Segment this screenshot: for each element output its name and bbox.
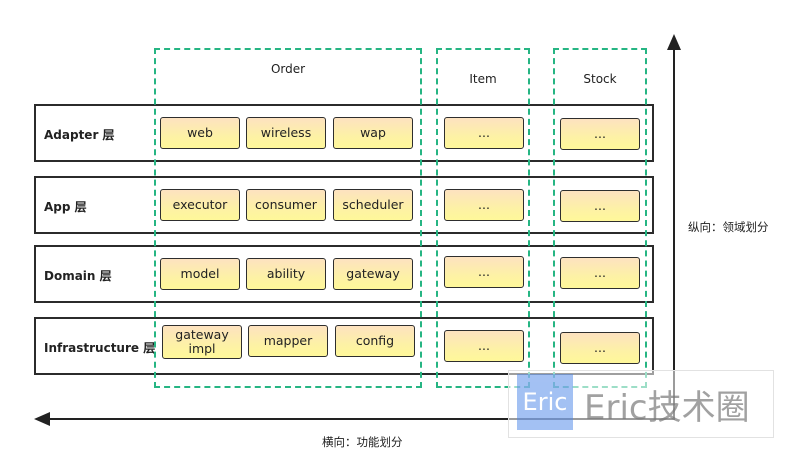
order-module: Order: [154, 48, 422, 388]
adapter-item-box: ...: [444, 117, 524, 149]
app-consumer-box: consumer: [246, 189, 326, 221]
domain-stock-box: ...: [560, 257, 640, 289]
horizontal-axis-arrow-icon: [34, 412, 50, 426]
domain-ability-box: ability: [246, 258, 326, 290]
adapter-web-box: web: [160, 117, 240, 149]
domain-gateway-box: gateway: [333, 258, 413, 290]
infrastructure-gateway-impl-box: gateway impl: [162, 325, 242, 359]
adapter-stock-box: ...: [560, 118, 640, 150]
watermark-logo: Eric: [517, 374, 573, 430]
app-executor-box: executor: [160, 189, 240, 221]
item-module-border: [436, 48, 530, 388]
order-module-border: [154, 48, 422, 388]
infrastructure-config-box: config: [335, 325, 415, 357]
app-item-box: ...: [444, 189, 524, 221]
app-scheduler-box: scheduler: [333, 189, 413, 221]
app-stock-box: ...: [560, 190, 640, 222]
infrastructure-mapper-box: mapper: [248, 325, 328, 357]
infrastructure-stock-box: ...: [560, 332, 640, 364]
adapter-wireless-box: wireless: [246, 117, 326, 149]
adapter-layer-label: Adapter 层: [44, 128, 115, 142]
domain-item-box: ...: [444, 256, 524, 288]
domain-layer-label: Domain 层: [44, 269, 112, 283]
vertical-axis-arrow-icon: [667, 34, 681, 50]
vertical-axis-line: [673, 46, 675, 420]
stock-module-title: Stock: [583, 72, 617, 86]
infrastructure-item-box: ...: [444, 330, 524, 362]
app-layer-label: App 层: [44, 200, 87, 214]
horizontal-axis-line: [46, 418, 675, 420]
item-module: Item: [436, 48, 530, 388]
watermark-text: Eric技术圈: [584, 388, 750, 428]
vertical-axis-label: 纵向：领域划分: [688, 220, 769, 234]
horizontal-axis-label: 横向：功能划分: [322, 435, 403, 449]
domain-model-box: model: [160, 258, 240, 290]
infrastructure-layer-label: Infrastructure 层: [44, 341, 156, 355]
adapter-wap-box: wap: [333, 117, 413, 149]
item-module-title: Item: [469, 72, 497, 86]
adapter-layer: [34, 104, 654, 162]
order-module-title: Order: [270, 62, 306, 76]
